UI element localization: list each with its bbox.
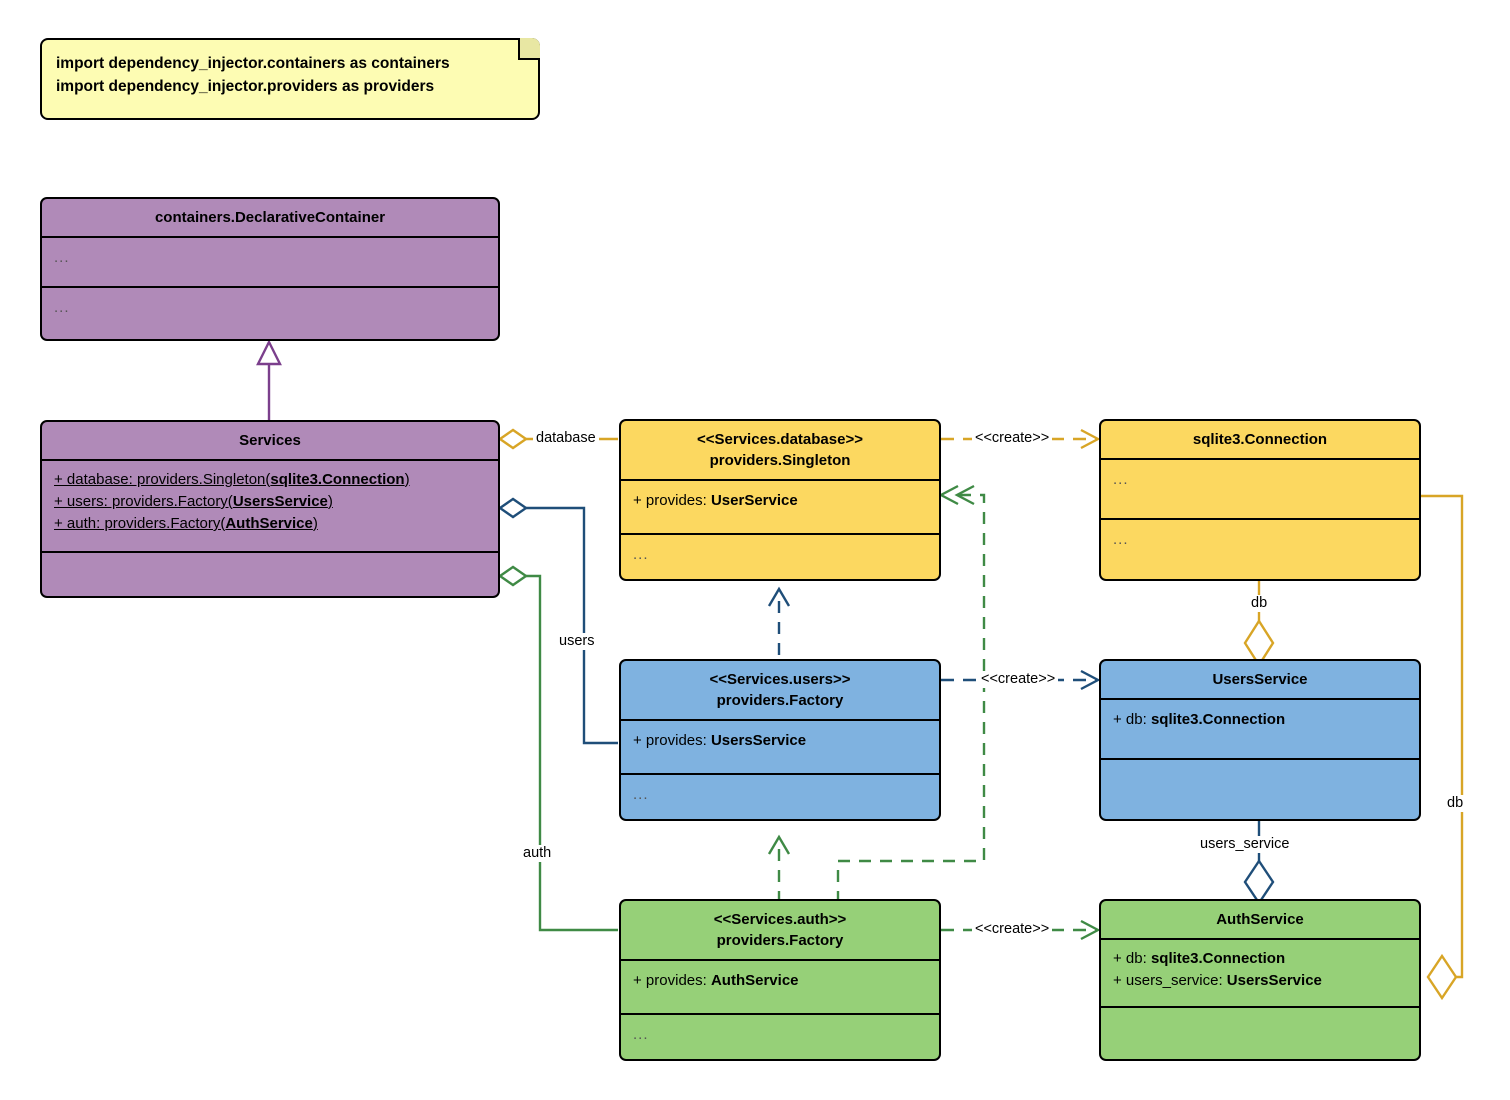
- methods-placeholder: ...: [633, 1026, 649, 1043]
- edge-services-auth: [497, 565, 618, 932]
- class-services-auth-provider-title: <<Services.auth>> providers.Factory: [621, 901, 939, 961]
- class-sqlite3-connection-title: sqlite3.Connection: [1101, 421, 1419, 460]
- class-services-attr-users: + users: providers.Factory(UsersService): [54, 493, 333, 510]
- class-declarativecontainer-title: containers.DeclarativeContainer: [42, 199, 498, 238]
- edge-label-db-authservice: db: [1444, 795, 1467, 812]
- class-services-attr-auth: + auth: providers.Factory(AuthService): [54, 515, 318, 532]
- edge-label-db-usersservice: db: [1248, 595, 1271, 612]
- type-name: providers.Singleton: [709, 452, 851, 469]
- attr-provides: + provides: AuthService: [633, 972, 799, 989]
- edge-label-create-users: <<create>>: [978, 671, 1059, 688]
- class-services-database-provider-attributes: + provides: UserService: [621, 481, 939, 533]
- class-usersservice-methods: [1101, 758, 1419, 814]
- class-declarativecontainer-attributes: ...: [42, 238, 498, 286]
- methods-placeholder: ...: [633, 546, 649, 563]
- class-services-auth-provider-attributes: + provides: AuthService: [621, 961, 939, 1013]
- class-usersservice-title: UsersService: [1101, 661, 1419, 700]
- edge-aggregation-db-usersservice: [1243, 581, 1275, 668]
- edge-label-database: database: [533, 430, 599, 447]
- class-authservice[interactable]: AuthService + db: sqlite3.Connection + u…: [1099, 899, 1421, 1061]
- edge-aggregation-db-authservice: [1421, 494, 1464, 1001]
- class-authservice-attributes: + db: sqlite3.Connection + users_service…: [1101, 940, 1419, 1006]
- attr-db: + db: sqlite3.Connection: [1113, 711, 1286, 728]
- class-services-methods: [42, 551, 498, 593]
- class-services-users-provider-title: <<Services.users>> providers.Factory: [621, 661, 939, 721]
- stereotype: <<Services.auth>>: [713, 911, 847, 928]
- type-name: providers.Factory: [716, 692, 844, 709]
- attributes-placeholder: ...: [1113, 471, 1129, 488]
- class-services-users-provider-attributes: + provides: UsersService: [621, 721, 939, 773]
- class-services-auth-provider[interactable]: <<Services.auth>> providers.Factory + pro…: [619, 899, 941, 1061]
- methods-placeholder: ...: [1113, 531, 1129, 548]
- edge-aggregation-usersservice-authservice: [1243, 821, 1275, 906]
- attr-users-service: + users_service: UsersService: [1113, 972, 1322, 989]
- class-services-attr-database: + database: providers.Singleton(sqlite3.…: [54, 471, 410, 488]
- edge-label-users: users: [556, 633, 598, 650]
- methods-placeholder: ...: [54, 299, 70, 316]
- stereotype: <<Services.users>>: [709, 671, 851, 688]
- edge-dependency-auth-to-users: [767, 834, 791, 903]
- edge-label-auth: auth: [520, 845, 555, 862]
- note-line-1: import dependency_injector.containers as…: [56, 55, 450, 72]
- class-usersservice-attributes: + db: sqlite3.Connection: [1101, 700, 1419, 758]
- class-services-attributes: + database: providers.Singleton(sqlite3.…: [42, 461, 498, 551]
- type-name: providers.Factory: [716, 932, 844, 949]
- class-services-users-provider-methods: ...: [621, 773, 939, 819]
- class-declarativecontainer-methods: ...: [42, 286, 498, 332]
- edge-label-users-service: users_service: [1197, 836, 1293, 853]
- methods-placeholder: ...: [633, 786, 649, 803]
- attributes-placeholder: ...: [54, 249, 70, 266]
- class-services-database-provider-title: <<Services.database>> providers.Singleton: [621, 421, 939, 481]
- class-authservice-methods: [1101, 1006, 1419, 1052]
- class-sqlite3-connection-methods: ...: [1101, 518, 1419, 574]
- import-note: import dependency_injector.containers as…: [40, 38, 540, 120]
- edge-dependency-users-to-database: [767, 586, 791, 655]
- class-sqlite3-connection[interactable]: sqlite3.Connection ... ...: [1099, 419, 1421, 581]
- class-authservice-title: AuthService: [1101, 901, 1419, 940]
- class-sqlite3-connection-attributes: ...: [1101, 460, 1419, 518]
- attr-provides: + provides: UsersService: [633, 732, 807, 749]
- class-services[interactable]: Services + database: providers.Singleton…: [40, 420, 500, 598]
- edge-services-users: [497, 497, 618, 745]
- edge-inheritance-services-to-declarativecontainer: [256, 339, 282, 420]
- class-services-database-provider[interactable]: <<Services.database>> providers.Singleton…: [619, 419, 941, 581]
- attr-provides: + provides: UserService: [633, 492, 798, 509]
- attr-db: + db: sqlite3.Connection: [1113, 950, 1286, 967]
- class-usersservice[interactable]: UsersService + db: sqlite3.Connection: [1099, 659, 1421, 821]
- stereotype: <<Services.database>>: [697, 431, 863, 448]
- edge-label-create-database: <<create>>: [972, 430, 1053, 447]
- note-line-2: import dependency_injector.providers as …: [56, 78, 435, 95]
- class-services-title: Services: [42, 422, 498, 461]
- note-fold-corner: [518, 38, 540, 60]
- class-declarativecontainer[interactable]: containers.DeclarativeContainer ... ...: [40, 197, 500, 341]
- class-services-database-provider-methods: ...: [621, 533, 939, 579]
- edge-label-create-auth: <<create>>: [972, 921, 1053, 938]
- class-services-auth-provider-methods: ...: [621, 1013, 939, 1059]
- class-services-users-provider[interactable]: <<Services.users>> providers.Factory + pr…: [619, 659, 941, 821]
